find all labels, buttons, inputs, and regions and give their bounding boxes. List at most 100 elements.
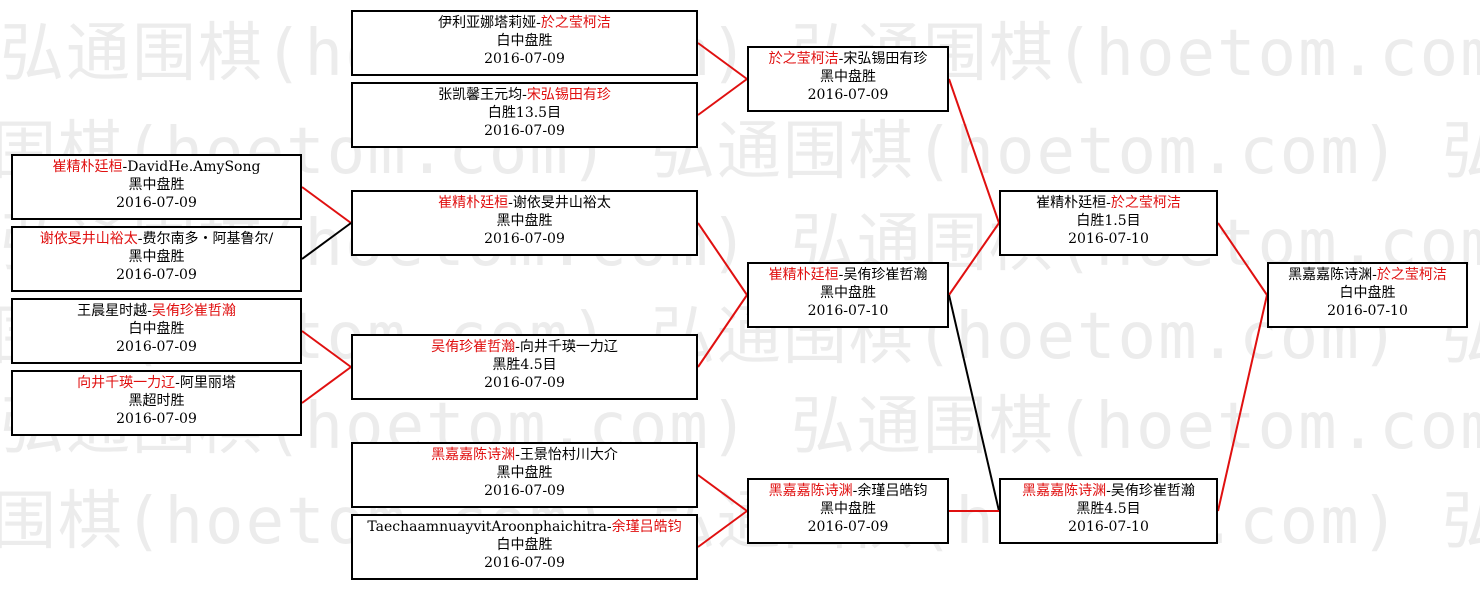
winner-name: 黑嘉嘉陈诗渊 [431,447,516,463]
match-result: 黑超时胜 [128,393,185,409]
bracket-connector [948,78,1000,224]
match-players: 黑嘉嘉陈诗渊-吴侑珍崔哲瀚 [1001,482,1216,500]
match-result: 黑中盘胜 [496,465,553,481]
match-box: 於之莹柯洁-宋弘锡田有珍黑中盘胜 2016-07-09 [747,46,949,112]
match-players: 黑嘉嘉陈诗渊-於之莹柯洁 [1269,266,1466,284]
match-players: 黑嘉嘉陈诗渊-王景怡村川大介 [353,446,696,464]
vs-separator: - [1372,267,1377,283]
match-date: 2016-07-09 [807,87,889,103]
player-name: 吴侑珍崔哲瀚 [843,267,928,283]
winner-name: 於之莹柯洁 [1376,267,1447,283]
bracket-connector [697,42,748,80]
player-name: 黑嘉嘉陈诗渊 [1288,267,1373,283]
bracket-connector [948,222,1000,296]
player-name: 宋弘锡田有珍 [843,51,928,67]
match-date: 2016-07-10 [1068,519,1149,535]
winner-name: 崔精朴廷桓 [52,159,123,175]
bracket-connector [301,366,352,404]
bracket-connector [1217,294,1268,512]
vs-separator: - [838,51,844,67]
match-result: 黑中盘胜 [820,69,876,85]
match-box: 黑嘉嘉陈诗渊-王景怡村川大介黑中盘胜 2016-07-09 [351,442,698,508]
bracket-connector [697,294,748,368]
match-box: 王晨星时越-吴侑珍崔哲瀚白中盘胜 2016-07-09 [11,298,302,364]
match-date: 2016-07-09 [484,555,565,571]
match-players: 崔精朴廷桓-DavidHe.AmySong [13,158,300,176]
match-date: 2016-07-09 [116,267,197,283]
match-result: 白胜1.5目 [1076,213,1141,229]
bracket-connector [697,78,748,116]
match-result: 黑中盘胜 [128,177,185,193]
match-date: 2016-07-09 [484,483,565,499]
match-date: 2016-07-09 [116,195,197,211]
match-date: 2016-07-09 [116,339,197,355]
vs-separator: - [515,447,520,463]
match-players: 王晨星时越-吴侑珍崔哲瀚 [13,302,300,320]
winner-name: 宋弘锡田有珍 [526,87,611,103]
winner-name: 余瑾吕皓钧 [611,519,682,535]
player-name: 崔精朴廷桓 [1036,195,1107,211]
bracket-connector [301,222,352,260]
player-name: 阿里丽塔 [179,375,236,391]
match-date: 2016-07-09 [484,51,565,67]
winner-name: 於之莹柯洁 [768,51,839,67]
winner-name: 崔精朴廷桓 [438,195,509,211]
player-name: 余瑾吕皓钧 [857,483,928,499]
match-players: 吴侑珍崔哲瀚-向井千瑛一力辽 [353,338,696,356]
vs-separator: - [536,15,541,31]
vs-separator: - [137,231,143,247]
vs-separator: - [122,159,128,175]
player-name: 费尔南多・阿基鲁尔/ [142,231,274,247]
winner-name: 黑嘉嘉陈诗渊 [768,483,853,499]
match-result: 黑胜4.5目 [1076,501,1141,517]
vs-separator: - [515,339,520,355]
match-result: 黑中盘胜 [496,213,553,229]
bracket-connector [697,474,748,512]
match-box: 谢依旻井山裕太-费尔南多・阿基鲁尔/黑中盘胜 2016-07-09 [11,226,302,292]
player-name: TaechaamnuayvitAroonphaichitra [367,519,607,535]
match-result: 黑胜4.5目 [492,357,557,373]
match-result: 黑中盘胜 [128,249,185,265]
bracket-connector [1217,222,1268,296]
vs-separator: - [147,303,152,319]
player-name: 王晨星时越 [77,303,148,319]
vs-separator: - [1106,483,1111,499]
vs-separator: - [606,519,612,535]
player-name: 谢依旻井山裕太 [512,195,611,211]
match-box: TaechaamnuayvitAroonphaichitra-余瑾吕皓钧白中盘胜… [351,514,698,580]
player-name: DavidHe.AmySong [127,159,261,175]
match-result: 白中盘胜 [496,33,553,49]
match-players: 伊利亚娜塔莉娅-於之莹柯洁 [353,14,696,32]
match-result: 黑中盘胜 [820,501,876,517]
match-date: 2016-07-10 [1068,231,1149,247]
winner-name: 谢依旻井山裕太 [39,231,138,247]
match-result: 白中盘胜 [128,321,185,337]
player-name: 伊利亚娜塔莉娅 [438,15,537,31]
match-box: 崔精朴廷桓-吴侑珍崔哲瀚黑中盘胜 2016-07-10 [747,262,949,328]
match-result: 黑中盘胜 [820,285,876,301]
bracket-connector [301,330,352,368]
match-box: 伊利亚娜塔莉娅-於之莹柯洁白中盘胜 2016-07-09 [351,10,698,76]
player-name: 吴侑珍崔哲瀚 [1110,483,1195,499]
match-date: 2016-07-10 [807,303,889,319]
match-players: 谢依旻井山裕太-费尔南多・阿基鲁尔/ [13,230,300,248]
player-name: 向井千瑛一力辽 [519,339,618,355]
match-date: 2016-07-10 [1327,303,1408,319]
match-players: 崔精朴廷桓-吴侑珍崔哲瀚 [749,266,947,284]
winner-name: 黑嘉嘉陈诗渊 [1022,483,1107,499]
match-date: 2016-07-09 [484,123,565,139]
winner-name: 於之莹柯洁 [1110,195,1181,211]
watermark-text: 弘通围棋(hoetom.com) 弘通围棋(hoetom.com) 弘通围棋(h… [0,115,1480,189]
match-date: 2016-07-09 [807,519,889,535]
match-result: 白胜13.5目 [487,105,562,121]
bracket-connector [697,510,748,548]
match-players: 张凯馨王元均-宋弘锡田有珍 [353,86,696,104]
